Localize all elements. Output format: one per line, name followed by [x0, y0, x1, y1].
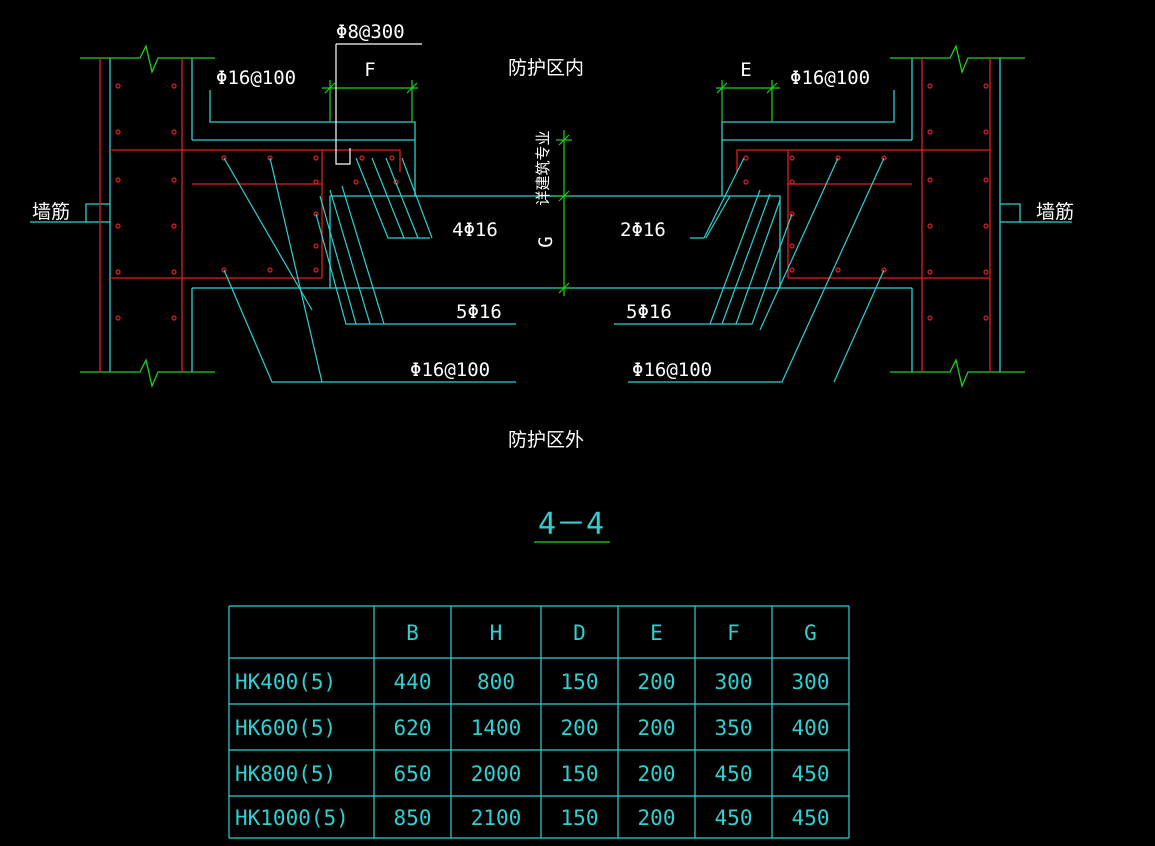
left-low-rebar-label: 5Φ16 [456, 301, 502, 323]
table-header-cell: E [650, 621, 663, 645]
table-cell: 450 [792, 806, 830, 830]
table-cell: 1400 [471, 716, 522, 740]
dimension-lines [322, 80, 780, 296]
rebar-dots [115, 83, 989, 321]
table-header-cell: B [406, 621, 419, 645]
table-cell: 650 [394, 762, 432, 786]
table-cell: 2000 [471, 762, 522, 786]
right-top-rebar-label: Φ16@100 [790, 67, 870, 89]
zone-inside-label: 防护区内 [508, 57, 584, 79]
table-cell: HK600(5) [235, 716, 336, 740]
right-mid-rebar-label: 2Φ16 [620, 219, 666, 241]
table-cell: 200 [638, 670, 676, 694]
left-top-rebar-label: Φ16@100 [216, 67, 296, 89]
dim-f-label: F [364, 59, 375, 81]
dim-g-label: G [535, 236, 557, 247]
table-cell: 150 [561, 762, 599, 786]
break-lines [80, 44, 1025, 389]
wall-rebar-right-label: 墙筋 [1036, 201, 1074, 223]
table-cell: 450 [715, 806, 753, 830]
table-cell: 300 [715, 670, 753, 694]
table-header-cell: F [727, 621, 740, 645]
table-cell: 400 [792, 716, 830, 740]
leader-lines [223, 157, 885, 383]
left-mid-rebar-label: 4Φ16 [452, 219, 498, 241]
top-bar-leader [335, 43, 422, 165]
left-bottom-rebar-label: Φ16@100 [410, 359, 490, 381]
table-cell: 440 [394, 670, 432, 694]
top-bar-spec-label: Φ8@300 [336, 21, 405, 43]
table-cell: 150 [561, 670, 599, 694]
vertical-note-label: 详建筑专业 [534, 130, 552, 205]
table-cell: HK800(5) [235, 762, 336, 786]
table-cell: 350 [715, 716, 753, 740]
table-cell: 300 [792, 670, 830, 694]
table-cell: 200 [638, 716, 676, 740]
table-cell: 200 [638, 762, 676, 786]
table-cell: HK400(5) [235, 670, 336, 694]
zone-outside-label: 防护区外 [508, 429, 584, 451]
table-header-cell: H [490, 621, 503, 645]
table-header-cell: G [804, 621, 817, 645]
table-header-cell: D [573, 621, 586, 645]
table-cell: 850 [394, 806, 432, 830]
right-bottom-rebar-label: Φ16@100 [632, 359, 712, 381]
section-title: 4－4 [538, 507, 604, 542]
table-cell: 620 [394, 716, 432, 740]
dimension-table: B H D E F G HK400(5) 440 800 150 200 300 300HK600(5)… [228, 605, 850, 839]
table-cell: 800 [477, 670, 515, 694]
table-cell: 150 [561, 806, 599, 830]
dim-e-label: E [740, 59, 751, 81]
table-cell: 200 [561, 716, 599, 740]
table-cell: HK1000(5) [235, 806, 349, 830]
rebars [99, 58, 991, 372]
table-cell: 450 [715, 762, 753, 786]
wall-rebar-left-label: 墙筋 [32, 201, 70, 223]
table-cell: 200 [638, 806, 676, 830]
table-cell: 2100 [471, 806, 522, 830]
right-low-rebar-label: 5Φ16 [626, 301, 672, 323]
table-cell: 450 [792, 762, 830, 786]
